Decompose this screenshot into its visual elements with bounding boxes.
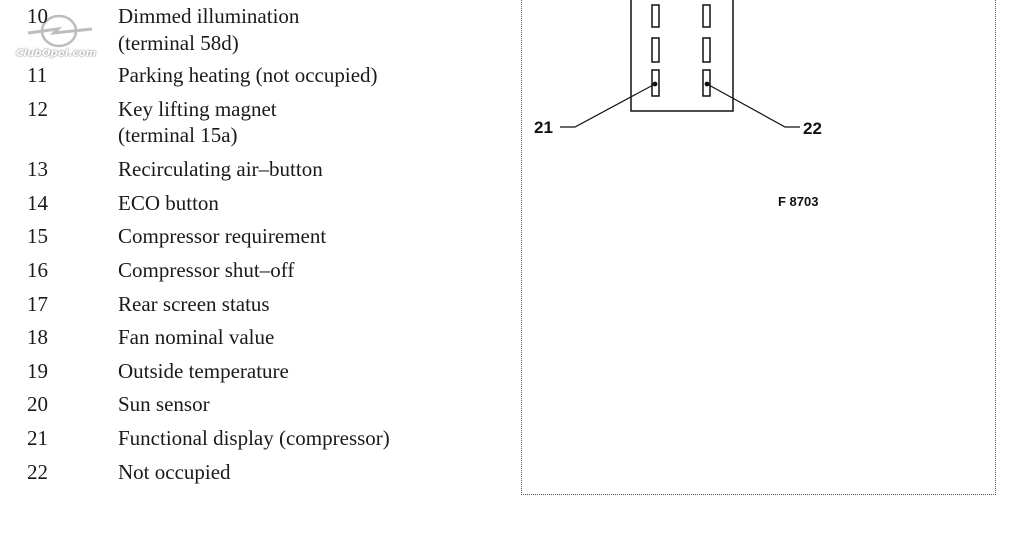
legend-number: 19 <box>27 359 48 383</box>
callout-leaders <box>560 81 800 128</box>
legend-number: 18 <box>27 325 48 349</box>
legend-number: 11 <box>27 63 48 87</box>
connector-pins <box>651 4 711 97</box>
pin-slot <box>651 37 660 63</box>
connector-housing <box>630 0 734 112</box>
legend-description: (terminal 58d) <box>118 31 239 55</box>
leader-dot <box>704 81 710 87</box>
connector-diagram-frame <box>521 0 996 495</box>
legend-description: Compressor shut–off <box>118 258 295 282</box>
callout-label-22: 22 <box>803 119 822 138</box>
opel-logo-icon <box>27 14 93 48</box>
legend-description: Recirculating air–button <box>118 157 323 181</box>
pin-slot <box>651 4 660 28</box>
legend-number: 10 <box>27 4 48 28</box>
legend-number: 15 <box>27 224 48 248</box>
leader-dot <box>652 81 658 87</box>
pin-slot <box>702 37 711 63</box>
legend-number: 21 <box>27 426 48 450</box>
watermark-text: ClubOpel.com <box>16 48 97 59</box>
pin-slot <box>702 4 711 28</box>
legend-description: Sun sensor <box>118 392 210 416</box>
legend-description: Parking heating (not occupied) <box>118 63 378 87</box>
callout-label-21: 21 <box>534 118 553 137</box>
legend-description: Key lifting magnet <box>118 97 277 121</box>
leader-line-21 <box>560 83 656 128</box>
figure-reference: F 8703 <box>778 194 818 209</box>
legend-number: 14 <box>27 191 48 215</box>
legend-description: Outside temperature <box>118 359 289 383</box>
legend-description: Compressor requirement <box>118 224 327 248</box>
legend-description: Not occupied <box>118 460 231 484</box>
leader-line-22 <box>706 83 800 128</box>
legend-number: 22 <box>27 460 48 484</box>
legend-description: (terminal 15a) <box>118 123 238 147</box>
legend-number: 12 <box>27 97 48 121</box>
legend-description: Fan nominal value <box>118 325 275 349</box>
clubopel-watermark: ClubOpel.com <box>14 10 114 62</box>
legend-number: 17 <box>27 292 48 316</box>
legend-description: Functional display (compressor) <box>118 426 390 450</box>
legend-number: 13 <box>27 157 48 181</box>
legend-description: Rear screen status <box>118 292 270 316</box>
legend-number: 20 <box>27 392 48 416</box>
legend-description: ECO button <box>118 191 219 215</box>
legend-number: 16 <box>27 258 48 282</box>
legend-description: Dimmed illumination <box>118 4 300 28</box>
